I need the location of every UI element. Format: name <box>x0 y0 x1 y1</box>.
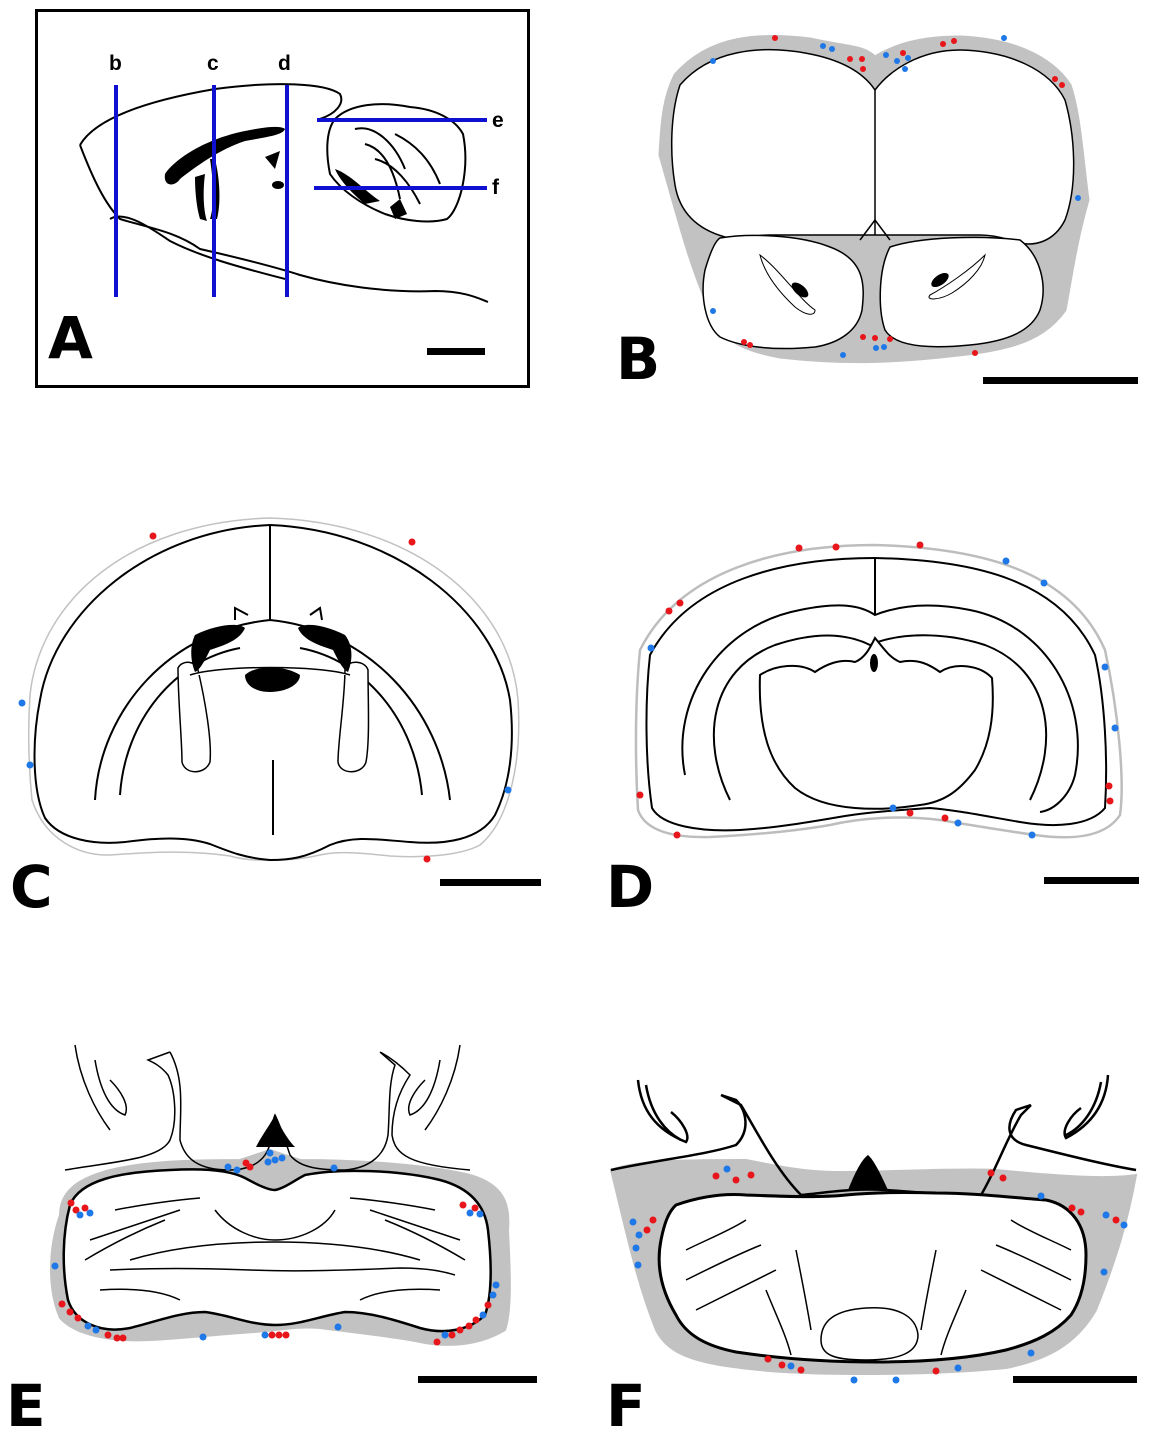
cut-label-d: d <box>278 53 291 74</box>
cut-label-f: f <box>492 177 499 198</box>
cut-label-c: c <box>207 53 219 74</box>
panel-b-olfactory-diagram <box>600 25 1153 410</box>
panel-letter-d: D <box>606 858 654 916</box>
panel-e-cerebellum-diagram <box>0 1030 576 1432</box>
panel-c: C <box>0 500 576 920</box>
tracer-dots-c <box>19 533 512 863</box>
panel-letter-c: C <box>10 858 53 916</box>
panel-letter-a: A <box>48 309 93 367</box>
cut-label-e: e <box>492 110 504 131</box>
scale-bar-a <box>427 348 485 355</box>
panel-e: E <box>0 1030 576 1432</box>
scale-bar-e <box>418 1376 537 1383</box>
panel-c-forebrain-diagram <box>0 500 576 920</box>
sagittal-brain-outline <box>80 84 488 302</box>
panel-letter-f: F <box>606 1377 646 1435</box>
panel-f: F <box>576 1060 1153 1432</box>
scale-bar-c <box>440 879 541 886</box>
cerebellum-outline-e <box>64 1169 491 1331</box>
cut-label-b: b <box>109 53 122 74</box>
scale-bar-b <box>983 377 1138 384</box>
aqueduct-d <box>870 654 878 672</box>
paraflocculus-f <box>821 1308 918 1360</box>
panel-d-midbrain-diagram <box>600 530 1153 920</box>
scale-bar-d <box>1044 877 1139 884</box>
lateral-ventricles-c <box>191 625 351 692</box>
panel-letter-e: E <box>6 1377 46 1435</box>
panel-b: B <box>600 25 1153 410</box>
panel-d: D <box>600 530 1153 920</box>
scale-bar-f <box>1013 1376 1137 1383</box>
forebrain-outline-c <box>35 525 512 860</box>
panel-a: b c d e f A <box>35 9 530 388</box>
panel-letter-b: B <box>616 330 660 388</box>
cut-lines <box>116 85 487 297</box>
fourth-ventricle-e <box>256 1115 295 1147</box>
